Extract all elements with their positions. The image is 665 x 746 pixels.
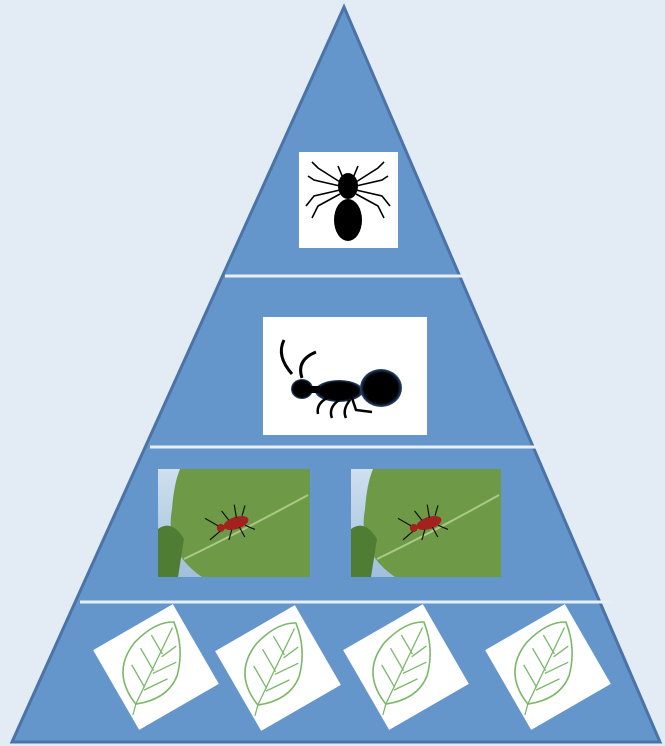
beetle-photo	[158, 469, 310, 577]
level-predator	[263, 317, 427, 435]
beetle-photo	[351, 469, 501, 577]
level-apex-predator	[299, 152, 398, 248]
